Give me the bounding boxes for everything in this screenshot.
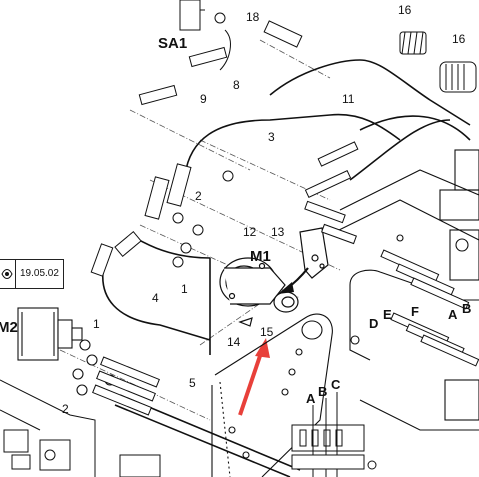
top-bracket xyxy=(138,0,303,106)
letter-c-bottom: C xyxy=(331,377,341,392)
frame-plate xyxy=(211,313,333,477)
label-15: 15 xyxy=(260,325,274,339)
bottom-blocks xyxy=(291,392,377,477)
letter-d: D xyxy=(369,316,379,331)
letter-a-right: A xyxy=(448,307,458,322)
letter-b-bottom: B xyxy=(318,384,328,399)
right-hoses xyxy=(304,141,479,367)
letter-f: F xyxy=(411,304,419,319)
label-3: 3 xyxy=(268,130,275,144)
label-8: 8 xyxy=(233,78,240,92)
label-16-spring: 16 xyxy=(398,3,412,17)
label-1-lower: 1 xyxy=(93,317,100,331)
coupling-and-bracket xyxy=(238,227,329,327)
fittings-left xyxy=(90,163,234,277)
label-18: 18 xyxy=(246,10,260,24)
label-9: 9 xyxy=(200,92,207,106)
reference-box: 19.05.02 xyxy=(0,259,64,289)
label-4: 4 xyxy=(152,291,159,305)
hoses xyxy=(102,59,471,477)
label-m1: M1 xyxy=(250,248,271,265)
lower-left-hoses xyxy=(92,356,160,416)
label-12: 12 xyxy=(243,225,257,239)
letter-e: E xyxy=(383,307,392,322)
label-2-lower: 2 xyxy=(62,402,69,416)
label-11: 11 xyxy=(342,92,355,106)
label-m2: M2 xyxy=(0,319,18,336)
label-14: 14 xyxy=(227,335,241,349)
spring-16 xyxy=(399,31,477,93)
label-sa1: SA1 xyxy=(158,35,188,52)
motor-m2 xyxy=(17,307,116,396)
label-16-knob: 16 xyxy=(452,32,466,46)
letter-a-bottom: A xyxy=(306,391,316,406)
reference-date: 19.05.02 xyxy=(20,268,59,279)
letter-b-right: B xyxy=(462,301,472,316)
label-2-upper: 2 xyxy=(195,189,202,203)
lower-left-assembly xyxy=(0,379,161,477)
label-1-upper: 1 xyxy=(181,282,188,296)
eye-icon xyxy=(0,260,16,288)
label-13: 13 xyxy=(271,225,285,239)
right-frame xyxy=(334,149,479,431)
black-arrow xyxy=(278,267,309,294)
motor-m1 xyxy=(219,257,286,307)
label-5: 5 xyxy=(189,376,196,390)
